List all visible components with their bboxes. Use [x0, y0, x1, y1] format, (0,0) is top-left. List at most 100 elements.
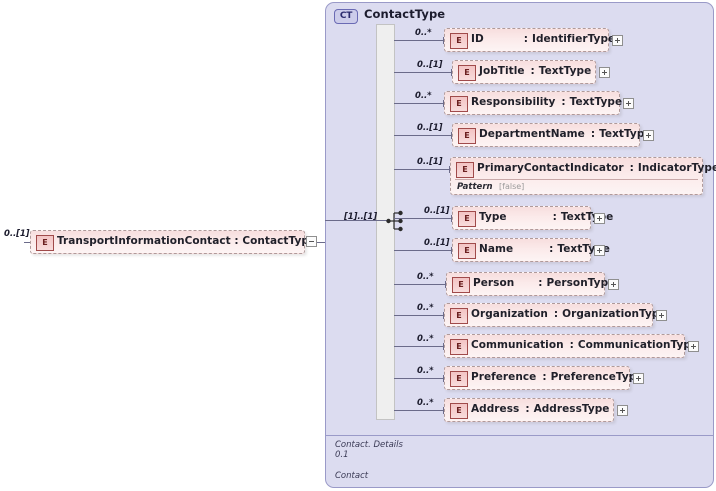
- element-separator: :: [525, 403, 530, 415]
- facet-value: [false]: [499, 182, 525, 191]
- child-cardinality-preference: 0..*: [417, 366, 434, 376]
- element-separator: :: [552, 211, 557, 223]
- element-icon: E: [450, 403, 468, 419]
- connector-tick: [443, 343, 444, 350]
- element-icon: E: [458, 211, 476, 227]
- connector-line: [394, 315, 444, 316]
- expand-toggle-person[interactable]: [608, 279, 619, 290]
- element-label: Person:PersonType: [473, 277, 615, 289]
- expand-toggle-name[interactable]: [594, 245, 605, 256]
- element-type: ContactType: [242, 235, 317, 247]
- element-type: OrganizationType: [562, 308, 667, 320]
- element-label: Name:TextType: [479, 243, 610, 255]
- complextype-title: ContactType: [364, 7, 446, 21]
- connector-tick: [451, 247, 452, 254]
- expand-toggle-id[interactable]: [612, 35, 623, 46]
- element-name: Preference: [471, 371, 537, 383]
- element-type: PersonType: [546, 277, 616, 289]
- child-cardinality-person: 0..*: [417, 272, 434, 282]
- expand-toggle-jobtitle[interactable]: [599, 67, 610, 78]
- sequence-connector-icon[interactable]: [386, 210, 406, 232]
- element-name: Name: [479, 243, 514, 255]
- expand-toggle-communication[interactable]: [688, 341, 699, 352]
- connector-tick: [443, 100, 444, 107]
- element-icon: E: [450, 308, 468, 324]
- element-type: TextType: [599, 128, 652, 140]
- element-type: IndicatorType: [637, 162, 716, 174]
- root-to-type-connector: [317, 242, 325, 243]
- child-cardinality-type: 0..[1]: [424, 206, 450, 216]
- element-icon: E: [456, 162, 474, 178]
- element-separator: :: [629, 162, 634, 174]
- element-separator: :: [234, 235, 239, 247]
- element-type: PreferenceType: [550, 371, 644, 383]
- element-type: CommunicationType: [577, 339, 699, 351]
- root-element-cardinality: 0..[1]: [4, 229, 30, 239]
- child-cardinality-name: 0..[1]: [424, 238, 450, 248]
- type-to-group-connector: [325, 220, 387, 221]
- connector-tick: [451, 132, 452, 139]
- connector-tick: [443, 407, 444, 414]
- connector-line: [394, 218, 452, 219]
- element-transportinformationcontact[interactable]: E TransportInformationContact : ContactT…: [30, 230, 316, 254]
- element-icon: E: [450, 33, 468, 49]
- connector-line: [394, 72, 452, 73]
- connector-tick: [449, 166, 450, 173]
- child-cardinality-primarycontactindicator: 0..[1]: [417, 157, 443, 167]
- child-cardinality-jobtitle: 0..[1]: [417, 60, 443, 70]
- connector-tick: [443, 312, 444, 319]
- root-collapse-toggle[interactable]: [306, 236, 317, 247]
- footer-documentation-line3: Contact: [335, 471, 369, 481]
- element-type: TextType: [560, 211, 614, 223]
- connector-line: [394, 346, 444, 347]
- element-icon: E: [36, 235, 54, 251]
- element-label: Preference:PreferenceType: [471, 371, 643, 383]
- element-name: JobTitle: [479, 65, 525, 77]
- element-icon: E: [450, 96, 468, 112]
- connector-line: [394, 410, 444, 411]
- expand-toggle-departmentname[interactable]: [643, 130, 654, 141]
- element-separator: :: [530, 65, 535, 77]
- element-label: DepartmentName:TextType: [479, 128, 652, 140]
- element-label: JobTitle:TextType: [479, 65, 591, 77]
- element-separator: :: [542, 371, 547, 383]
- child-cardinality-address: 0..*: [417, 398, 434, 408]
- child-cardinality-organization: 0..*: [417, 303, 434, 313]
- child-cardinality-departmentname: 0..[1]: [417, 123, 443, 133]
- expand-toggle-organization[interactable]: [656, 310, 667, 321]
- expand-toggle-preference[interactable]: [633, 373, 644, 384]
- connector-line: [394, 250, 452, 251]
- element-label: Responsibility:TextType: [471, 96, 622, 108]
- element-name: Responsibility: [471, 96, 556, 108]
- element-icon: E: [458, 128, 476, 144]
- element-label: PrimaryContactIndicator:IndicatorType: [477, 162, 716, 174]
- element-name: Address: [471, 403, 520, 415]
- element-name: Person: [473, 277, 515, 289]
- element-icon: E: [458, 65, 476, 81]
- footer-documentation-line1: Contact. Details: [335, 440, 403, 450]
- expand-toggle-type[interactable]: [594, 213, 605, 224]
- element-icon: E: [452, 277, 470, 293]
- model-group-cardinality: [1]..[1]: [344, 212, 378, 222]
- expand-toggle-address[interactable]: [617, 405, 628, 416]
- connector-line: [394, 284, 446, 285]
- connector-tick: [443, 375, 444, 382]
- element-name: PrimaryContactIndicator: [477, 162, 624, 174]
- root-hook-line: [24, 242, 30, 243]
- connector-tick: [451, 69, 452, 76]
- expand-toggle-responsibility[interactable]: [623, 98, 634, 109]
- footer-documentation-line2: 0.1: [335, 450, 349, 460]
